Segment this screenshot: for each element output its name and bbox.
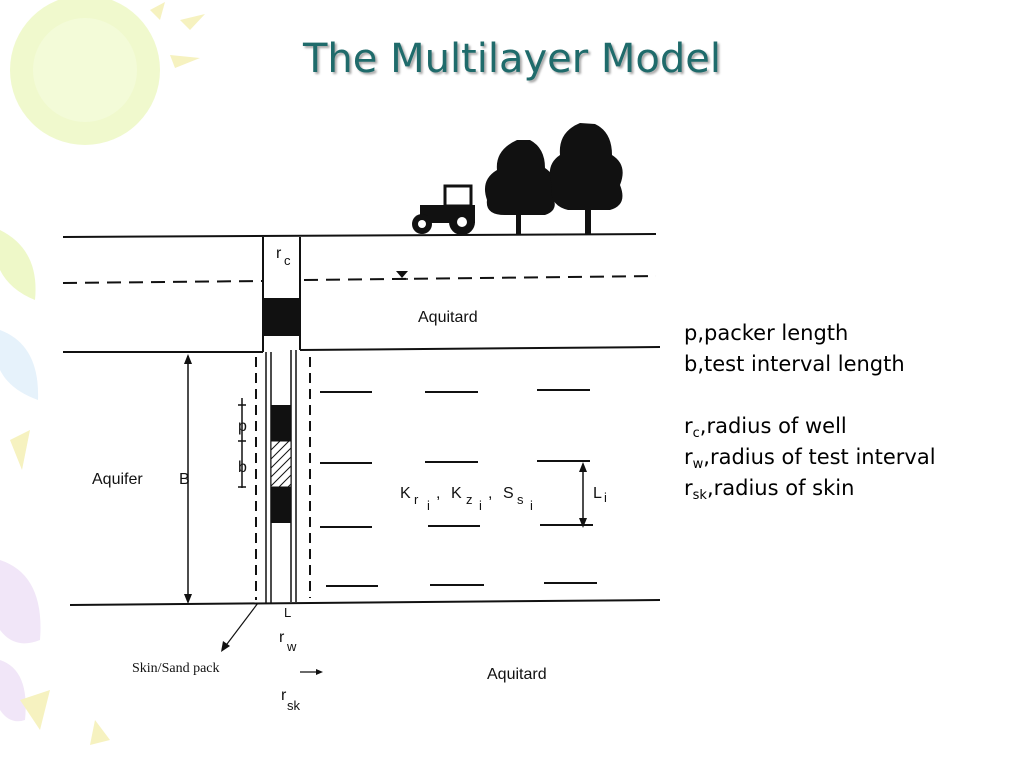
deco-leaf-shape xyxy=(0,230,36,300)
skin-sand-pack-label: Skin/Sand pack xyxy=(132,661,220,676)
tractor-icon xyxy=(412,184,475,235)
Kr-label-sub: r xyxy=(414,492,419,507)
B-dimension-arrow xyxy=(184,354,192,604)
layer-dash-lines xyxy=(320,389,597,587)
sep-comma-1: , xyxy=(436,485,440,502)
legend-rsk-main: r xyxy=(684,476,693,500)
legend-rw: rw,radius of test interval xyxy=(684,442,936,473)
L-label: L xyxy=(284,605,291,620)
sep-comma-2: , xyxy=(488,485,492,502)
tree-icon xyxy=(484,123,623,234)
legend-rw-desc: ,radius of test interval xyxy=(703,445,936,469)
rsk-label-sub: sk xyxy=(287,698,301,713)
B-label: B xyxy=(179,471,190,488)
rw-label: r xyxy=(279,629,285,646)
Kr-label: K xyxy=(400,485,411,502)
legend-rc-desc: ,radius of well xyxy=(699,414,847,438)
legend-rsk: rsk,radius of skin xyxy=(684,473,936,504)
aquifer-bottom-line xyxy=(69,599,661,606)
Ss-label-subsub: i xyxy=(530,498,533,513)
legend-b: b,test interval length xyxy=(684,352,905,376)
Ss-label-sub: s xyxy=(517,492,524,507)
rsk-label: r xyxy=(281,687,287,704)
legend-rsk-sub: sk xyxy=(692,488,707,503)
aquitard-bottom-label: Aquitard xyxy=(487,666,547,683)
Kz-label: K xyxy=(451,485,462,502)
b-label: b xyxy=(238,459,247,476)
rw-label-sub: w xyxy=(286,639,297,654)
aquitard-top-label: Aquitard xyxy=(418,309,478,326)
Li-dimension-arrow xyxy=(579,462,587,528)
rsk-arrow xyxy=(300,669,323,675)
p-label: p xyxy=(238,418,247,435)
legend-panel: p,packer length b,test interval length r… xyxy=(684,318,936,504)
Ss-label: S xyxy=(503,485,514,502)
aquifer-label: Aquifer xyxy=(92,471,143,488)
legend-rc: rc,radius of well xyxy=(684,411,936,442)
p-b-dimension-markers xyxy=(238,398,246,488)
water-table-line xyxy=(62,280,263,284)
legend-rsk-desc: ,radius of skin xyxy=(706,476,855,500)
ground-surface-line xyxy=(62,233,657,238)
legend-rc-sub: c xyxy=(692,426,700,441)
skin-pointer-arrow xyxy=(221,602,259,652)
legend-rw-sub: w xyxy=(692,457,704,472)
Kz-label-subsub: i xyxy=(479,498,482,513)
rc-label-sub: c xyxy=(284,253,291,268)
Kz-label-sub: z xyxy=(466,492,473,507)
legend-rw-main: r xyxy=(684,445,693,469)
deco-flower-shape xyxy=(0,560,41,644)
test-interval-hatched xyxy=(270,440,292,488)
Kr-label-subsub: i xyxy=(427,498,430,513)
deco-ray-shape xyxy=(150,2,165,20)
Li-label-sub: i xyxy=(604,490,607,505)
slide-title: The Multilayer Model xyxy=(302,36,722,82)
legend-rc-main: r xyxy=(684,414,693,438)
upper-packer-block xyxy=(263,298,300,336)
legend-p: p,packer length xyxy=(684,321,849,345)
Li-label: L xyxy=(593,485,602,502)
rc-label: r xyxy=(276,245,282,262)
legend-spacer xyxy=(684,380,936,411)
packer-block-2 xyxy=(271,487,291,523)
packer-block-1 xyxy=(271,405,291,441)
water-table-marker-icon xyxy=(396,271,408,278)
